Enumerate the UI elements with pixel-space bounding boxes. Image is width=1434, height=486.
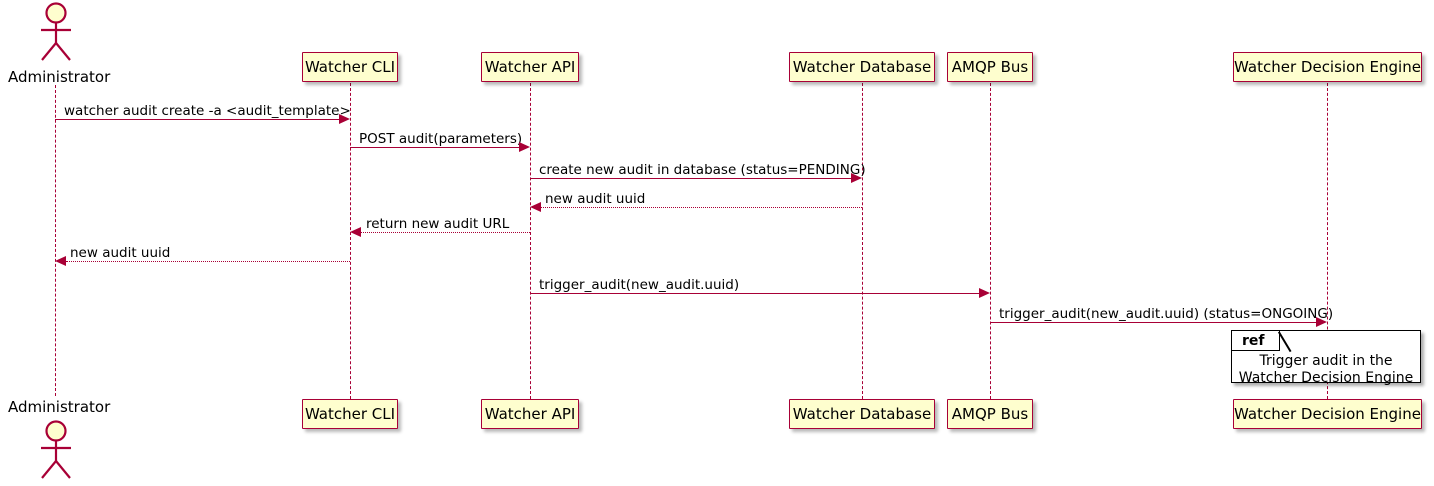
ref-fragment-keyword: ref bbox=[1242, 332, 1265, 349]
message-label-7: trigger_audit(new_audit.uuid) bbox=[539, 277, 740, 293]
participant-label-watcher-decision-engine-bottom: Watcher Decision Engine bbox=[1234, 405, 1421, 423]
lifeline-watcher-cli bbox=[350, 83, 351, 399]
message-line-8 bbox=[990, 322, 1317, 323]
message-arrowhead-1 bbox=[339, 114, 350, 124]
message-label-1: watcher audit create -a <audit_template> bbox=[64, 103, 351, 119]
message-line-1 bbox=[55, 119, 340, 120]
participant-box-watcher-api-top[interactable]: Watcher API bbox=[481, 52, 579, 82]
message-arrowhead-8 bbox=[1316, 317, 1327, 327]
participant-label-watcher-api-top: Watcher API bbox=[484, 58, 576, 76]
actor-icon-administrator-top bbox=[41, 2, 71, 61]
message-line-6 bbox=[66, 261, 350, 262]
lifeline-amqp-bus bbox=[990, 83, 991, 399]
message-line-5 bbox=[361, 232, 530, 233]
message-arrowhead-5 bbox=[350, 227, 361, 237]
message-line-7 bbox=[530, 293, 980, 294]
participant-label-amqp-bus-top: AMQP Bus bbox=[951, 58, 1029, 76]
participant-box-watcher-api-bottom[interactable]: Watcher API bbox=[481, 399, 579, 429]
participant-label-watcher-cli-bottom: Watcher CLI bbox=[304, 405, 396, 423]
lifeline-administrator bbox=[55, 85, 56, 396]
participant-box-watcher-cli-bottom[interactable]: Watcher CLI bbox=[302, 399, 398, 429]
participant-box-watcher-database-top[interactable]: Watcher Database bbox=[789, 52, 935, 82]
message-arrowhead-4 bbox=[530, 202, 541, 212]
participant-box-watcher-database-bottom[interactable]: Watcher Database bbox=[789, 399, 935, 429]
lifeline-watcher-decision-engine bbox=[1327, 83, 1328, 399]
participant-box-watcher-decision-engine-bottom[interactable]: Watcher Decision Engine bbox=[1233, 399, 1422, 429]
participant-label-watcher-api-bottom: Watcher API bbox=[484, 405, 576, 423]
message-line-3 bbox=[530, 178, 852, 179]
message-label-2: POST audit(parameters) bbox=[359, 131, 523, 147]
ref-fragment-box: ref Trigger audit in the Watcher Decisio… bbox=[1231, 330, 1421, 386]
participant-box-amqp-bus-top[interactable]: AMQP Bus bbox=[947, 52, 1033, 82]
participant-box-watcher-decision-engine-top[interactable]: Watcher Decision Engine bbox=[1233, 52, 1422, 82]
message-label-6: new audit uuid bbox=[70, 245, 171, 261]
message-arrowhead-6 bbox=[55, 256, 66, 266]
message-label-5: return new audit URL bbox=[366, 216, 510, 232]
participant-label-administrator-top: Administrator bbox=[8, 68, 111, 86]
participant-label-administrator-bottom: Administrator bbox=[8, 398, 111, 416]
participant-box-watcher-cli-top[interactable]: Watcher CLI bbox=[302, 52, 398, 82]
participant-label-watcher-database-bottom: Watcher Database bbox=[792, 405, 932, 423]
message-arrowhead-7 bbox=[979, 288, 990, 298]
participant-label-watcher-cli-top: Watcher CLI bbox=[304, 58, 396, 76]
message-line-2 bbox=[350, 147, 520, 148]
ref-fragment-tab: ref bbox=[1232, 331, 1280, 351]
participant-label-amqp-bus-bottom: AMQP Bus bbox=[951, 405, 1029, 423]
message-label-8: trigger_audit(new_audit.uuid) (status=ON… bbox=[999, 306, 1334, 322]
message-label-3: create new audit in database (status=PEN… bbox=[539, 162, 866, 178]
participant-label-watcher-database-top: Watcher Database bbox=[792, 58, 932, 76]
ref-fragment-line-2: Watcher Decision Engine bbox=[1238, 370, 1414, 386]
lifeline-watcher-api bbox=[530, 83, 531, 399]
message-arrowhead-2 bbox=[519, 142, 530, 152]
participant-label-watcher-decision-engine-top: Watcher Decision Engine bbox=[1234, 58, 1421, 76]
lifeline-watcher-database bbox=[862, 83, 863, 399]
participant-box-amqp-bus-bottom[interactable]: AMQP Bus bbox=[947, 399, 1033, 429]
message-line-4 bbox=[541, 207, 862, 208]
message-arrowhead-3 bbox=[851, 173, 862, 183]
actor-icon-administrator-bottom bbox=[41, 420, 71, 479]
ref-fragment-line-1: Trigger audit in the bbox=[1259, 353, 1393, 369]
message-label-4: new audit uuid bbox=[545, 191, 646, 207]
